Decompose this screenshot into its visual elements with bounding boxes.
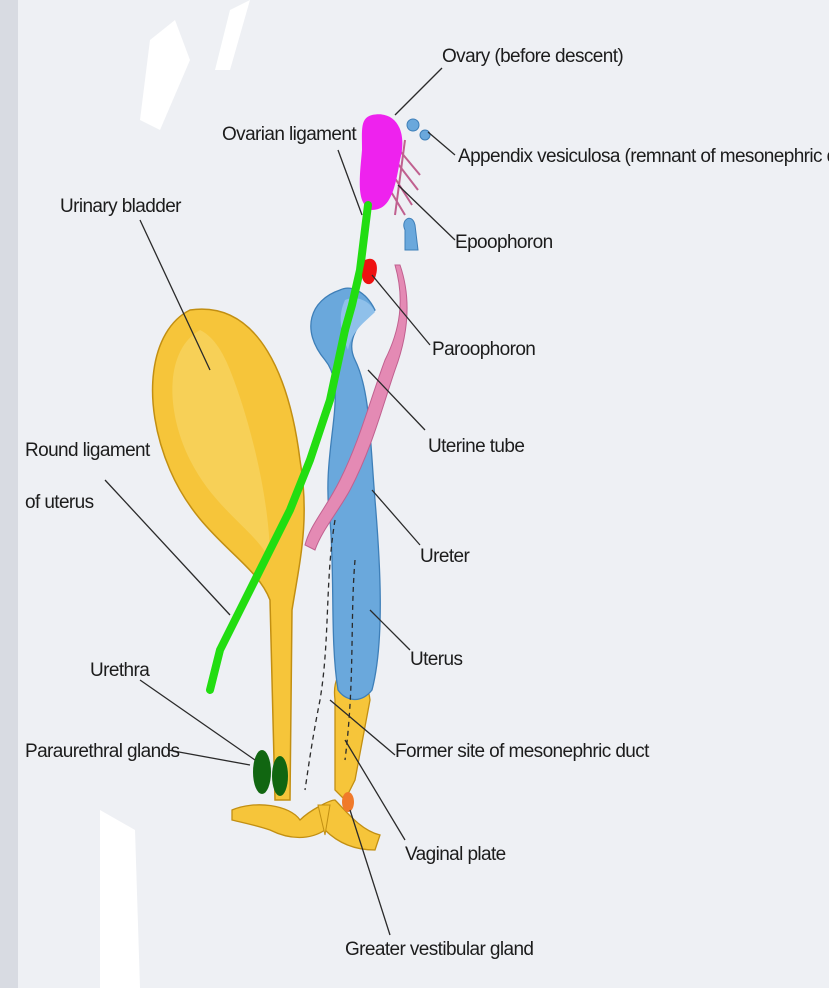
- label-greater-vestibular-gland: Greater vestibular gland: [345, 939, 533, 960]
- label-ureter: Ureter: [420, 546, 470, 567]
- label-uterine-tube: Uterine tube: [428, 436, 524, 457]
- label-former-site-mesonephric-duct: Former site of mesonephric duct: [395, 741, 650, 762]
- label-vaginal-plate: Vaginal plate: [405, 844, 506, 865]
- label-round-ligament-line2: of uterus: [25, 492, 94, 513]
- label-appendix-vesiculosa: Appendix vesiculosa (remnant of mesoneph…: [458, 146, 829, 167]
- label-urinary-bladder: Urinary bladder: [60, 196, 182, 217]
- greater-vestibular-gland: [342, 792, 354, 812]
- label-ovarian-ligament: Ovarian ligament: [222, 124, 357, 145]
- label-paraurethral-glands: Paraurethral glands: [25, 741, 180, 762]
- label-epoophoron: Epoophoron: [455, 232, 553, 253]
- page-left-edge: [0, 0, 18, 988]
- label-ovary: Ovary (before descent): [442, 46, 623, 67]
- label-uterus: Uterus: [410, 649, 462, 670]
- white-smudge: [100, 810, 140, 988]
- label-paroophoron: Paroophoron: [432, 339, 535, 360]
- label-urethra: Urethra: [90, 660, 150, 681]
- label-round-ligament: Round ligament: [25, 440, 151, 461]
